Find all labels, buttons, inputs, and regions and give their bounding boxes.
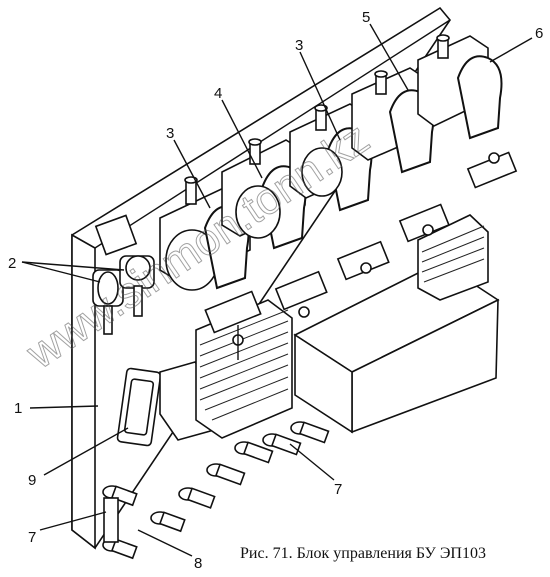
callout-5: 5 <box>362 9 370 26</box>
stud <box>206 463 246 486</box>
rear-heat-sink <box>417 214 489 301</box>
heat-sink <box>195 299 293 439</box>
fuse-left <box>92 269 124 335</box>
stud <box>178 487 216 509</box>
relay-4 <box>351 67 450 243</box>
relay-3 <box>289 103 390 281</box>
stud <box>234 441 274 464</box>
stud <box>150 511 186 533</box>
callout-3-right: 3 <box>295 37 303 54</box>
callout-7-left: 7 <box>28 529 36 546</box>
connector <box>116 367 162 447</box>
fuse-right <box>119 255 155 317</box>
callout-2: 2 <box>8 255 16 272</box>
leader-lines <box>21 23 533 557</box>
callout-6: 6 <box>535 25 543 42</box>
figure-caption: Рис. 71. Блок управления БУ ЭП103 <box>240 545 486 562</box>
stud <box>102 485 138 507</box>
callout-1: 1 <box>14 400 22 417</box>
callout-7-right: 7 <box>334 481 342 498</box>
relay-5 <box>417 34 518 189</box>
stud <box>290 421 330 444</box>
callout-4: 4 <box>214 85 222 102</box>
terminal-studs <box>102 421 330 560</box>
callout-8: 8 <box>194 555 202 572</box>
callout-3-left: 3 <box>166 125 174 142</box>
label-plate <box>94 214 138 256</box>
callout-9: 9 <box>28 472 36 489</box>
relay-2 <box>221 138 328 318</box>
stud <box>262 433 302 456</box>
jumper-bar <box>103 497 119 543</box>
